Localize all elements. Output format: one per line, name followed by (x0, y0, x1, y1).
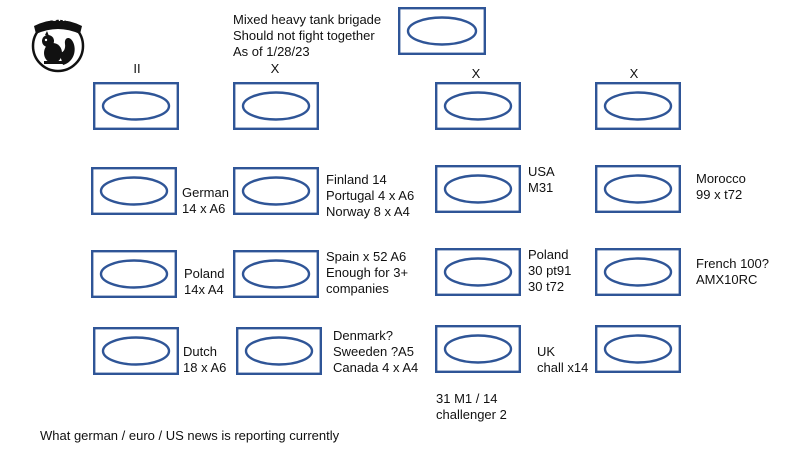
echelon-brigade-col3: X (471, 66, 481, 81)
unit-symbol-poland-pt91 (435, 248, 521, 296)
unit-symbol-morocco (595, 165, 681, 213)
unit-symbol-denmark (236, 327, 322, 375)
unit-symbol-col4-row1 (595, 82, 681, 130)
label-denmark-sweden-canada: Denmark? Sweeden ?A5 Canada 4 x A4 (333, 328, 419, 375)
title-block: Mixed heavy tank brigade Should not figh… (233, 12, 381, 60)
label-morocco: Morocco 99 x t72 (696, 171, 746, 202)
unit-symbol-col2-row1 (233, 82, 319, 130)
label-uk: UK chall x14 (537, 344, 589, 375)
unit-symbol-spain (233, 250, 319, 298)
unit-symbol-col1-row1 (93, 82, 179, 130)
title-line-1: Mixed heavy tank brigade (233, 12, 382, 27)
secret-squirrel-badge (31, 19, 85, 73)
echelon-brigade-col2: X (270, 61, 280, 76)
unit-symbol-usa (435, 165, 521, 213)
unit-symbol-german (91, 167, 177, 215)
unit-symbol-uk (595, 325, 681, 373)
label-french: French 100? AMX10RC (696, 256, 769, 287)
label-dutch: Dutch 18 x A6 (183, 344, 227, 375)
label-poland-pt91: Poland 30 pt91 30 t72 (528, 247, 572, 294)
label-m1-challenger: 31 M1 / 14 challenger 2 (436, 391, 507, 422)
squirrel-icon (42, 31, 75, 65)
title-line-2: Should not fight together (233, 28, 375, 43)
label-finland-portugal-norway: Finland 14 Portugal 4 x A6 Norway 8 x A4 (326, 172, 415, 219)
unit-symbol-french (595, 248, 681, 296)
unit-symbol-m1 (435, 325, 521, 373)
label-usa: USA M31 (528, 164, 555, 195)
unit-symbol-poland-a4 (91, 250, 177, 298)
footer-note: What german / euro / US news is reportin… (40, 428, 340, 443)
unit-symbol-col3-row1 (435, 82, 521, 130)
unit-symbol-dutch (93, 327, 179, 375)
label-poland-a4: Poland 14x A4 (184, 266, 225, 297)
echelon-brigade-col4: X (629, 66, 639, 81)
badge-label: SECRET (36, 13, 80, 23)
label-german: German 14 x A6 (182, 185, 229, 216)
label-spain: Spain x 52 A6 Enough for 3+ companies (326, 249, 409, 296)
echelon-battalion-col1: II (133, 61, 141, 76)
unit-symbol-finland (233, 167, 319, 215)
brigade-symbol-header (398, 7, 486, 55)
title-line-3: As of 1/28/23 (233, 44, 310, 59)
